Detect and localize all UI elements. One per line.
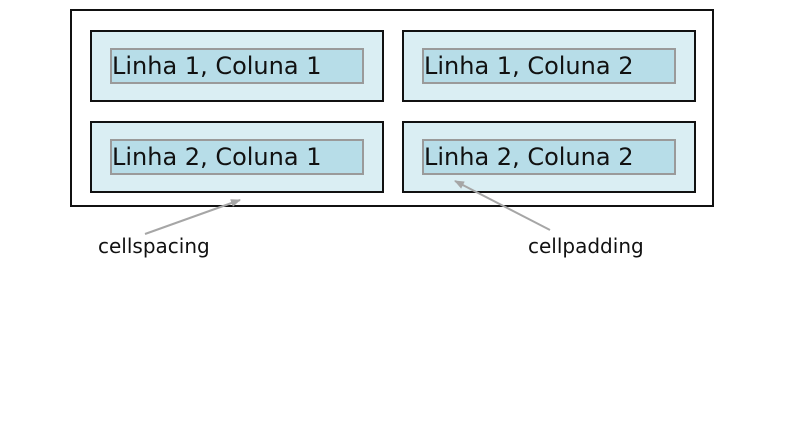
cellpadding-arrow xyxy=(454,180,551,231)
cell-content-r1c1: Linha 1, Coluna 1 xyxy=(110,48,364,84)
cell-content-r2c2: Linha 2, Coluna 2 xyxy=(422,139,676,175)
table-cell-r2c1: Linha 2, Coluna 1 xyxy=(90,121,384,193)
table-outer-border xyxy=(70,9,714,207)
cellspacing-arrow xyxy=(144,199,241,235)
cellpadding-label: cellpadding xyxy=(528,234,644,258)
cell-content-r1c2: Linha 1, Coluna 2 xyxy=(422,48,676,84)
cell-content-r2c1: Linha 2, Coluna 1 xyxy=(110,139,364,175)
table-cell-r1c1: Linha 1, Coluna 1 xyxy=(90,30,384,102)
cellspacing-label: cellspacing xyxy=(98,234,210,258)
table-cell-r1c2: Linha 1, Coluna 2 xyxy=(402,30,696,102)
table-cell-r2c2: Linha 2, Coluna 2 xyxy=(402,121,696,193)
